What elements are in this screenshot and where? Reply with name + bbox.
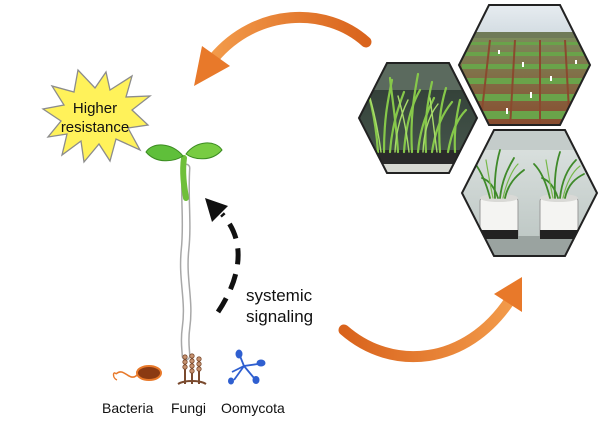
field-plots-photo bbox=[457, 4, 592, 126]
resistance-label-line1: Higher bbox=[72, 100, 118, 117]
seedling-stem bbox=[180, 155, 189, 201]
oomycota-icon bbox=[228, 349, 266, 385]
signaling-arrow bbox=[205, 198, 241, 314]
bacteria-icon bbox=[112, 365, 162, 381]
resistance-label-line2: resistance bbox=[60, 119, 130, 136]
potted-seedlings-photo bbox=[357, 62, 479, 174]
pot-right bbox=[539, 194, 579, 239]
fungi-icon bbox=[177, 353, 207, 385]
seedling-leaf-left bbox=[145, 144, 184, 162]
cycle-arrow-bottom bbox=[338, 277, 522, 363]
signaling-label: systemic signaling bbox=[246, 285, 313, 327]
oomycota-label: Oomycota bbox=[221, 400, 285, 416]
resistance-label: Higher resistance bbox=[46, 99, 144, 137]
cycle-arrow-top bbox=[194, 11, 372, 86]
pot-left bbox=[479, 194, 519, 239]
signaling-label-line2: signaling bbox=[246, 307, 314, 326]
fungi-label: Fungi bbox=[171, 400, 207, 416]
resistance-starburst bbox=[41, 68, 153, 164]
bacteria-label: Bacteria bbox=[102, 400, 154, 416]
seedling-leaf-right bbox=[185, 142, 223, 160]
soil-pots-photo bbox=[460, 129, 599, 257]
signaling-label-line1: systemic bbox=[246, 286, 313, 305]
seedling bbox=[145, 142, 223, 361]
